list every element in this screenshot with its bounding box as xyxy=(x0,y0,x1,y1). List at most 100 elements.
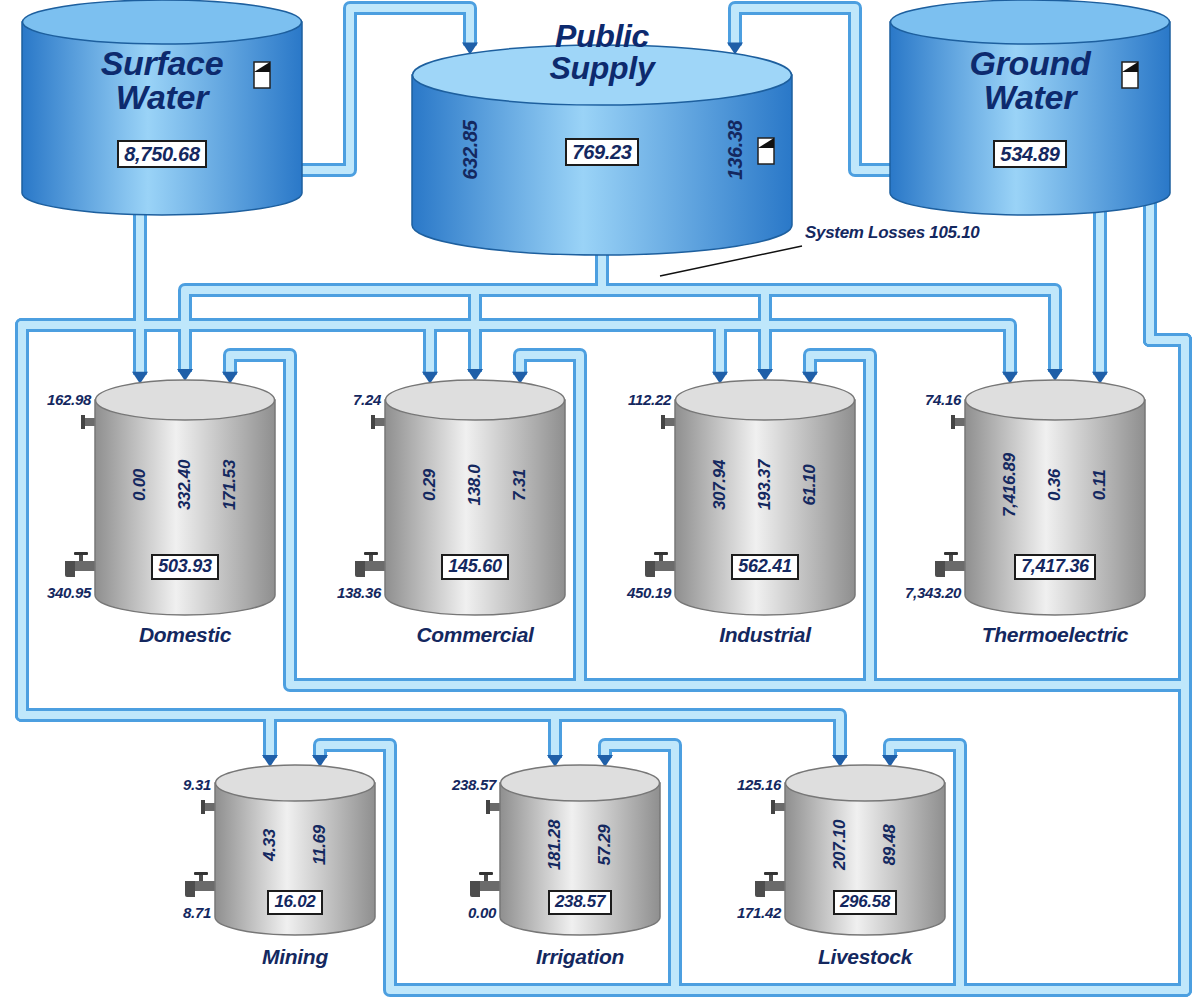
flow-value: 632.85 xyxy=(459,120,481,179)
total-value: 7,417.36 xyxy=(1014,554,1096,580)
pipe-core xyxy=(320,200,1185,990)
pipe-core xyxy=(22,200,840,758)
loss-note: System Losses 105.10 xyxy=(805,224,980,243)
pipe-connector xyxy=(22,200,278,767)
text-slot: 7.31 xyxy=(511,469,530,501)
tap-value: 162.98 xyxy=(47,392,91,409)
text-slot: 136.38 xyxy=(724,120,746,179)
use-tank: Domestic 503.93 xyxy=(95,380,275,655)
faucet xyxy=(185,872,215,897)
flow-value: 0.11 xyxy=(1091,470,1110,501)
faucet xyxy=(65,552,95,577)
tap-value: 238.57 xyxy=(452,777,496,794)
text-slot: 0.00 xyxy=(376,905,496,922)
tank-top xyxy=(786,765,945,801)
faucet xyxy=(755,872,785,897)
text-slot: 11.69 xyxy=(311,825,330,865)
faucet xyxy=(935,552,965,577)
text-slot: Surface Water xyxy=(62,46,262,114)
pipe-core xyxy=(22,200,270,758)
flow-arrow xyxy=(177,369,193,381)
tank-name: Mining xyxy=(262,945,328,968)
text-slot: Domestic xyxy=(65,623,305,646)
pipe-core xyxy=(1096,200,1104,375)
text-slot: 181.28 xyxy=(546,820,565,870)
text-slot: 7.24 xyxy=(261,392,381,409)
tank-body xyxy=(385,400,565,615)
text-slot: 534.89 xyxy=(900,140,1160,168)
flow-value: 193.37 xyxy=(756,460,775,510)
flow-value: 89.48 xyxy=(881,824,900,865)
pipe-connector xyxy=(602,240,773,381)
tap-value: 112.22 xyxy=(628,392,671,409)
text-slot: 340.95 xyxy=(0,585,91,602)
total-value: 296.58 xyxy=(833,890,897,915)
text-slot: 207.10 xyxy=(831,820,850,870)
outlet-tap xyxy=(951,415,965,429)
source-tank: Ground Water 534.89 xyxy=(890,0,1170,215)
pipes xyxy=(22,8,1185,990)
tank-body xyxy=(785,783,945,935)
text-slot: 138.36 xyxy=(261,585,381,602)
text-slot: 138.0 xyxy=(466,464,485,505)
pipe-connector xyxy=(140,200,438,384)
text-slot: 7,416.89 xyxy=(1001,453,1020,517)
use-tank: Livestock296.58 xyxy=(785,765,945,980)
tap-value: 450.19 xyxy=(627,585,671,602)
text-slot: Thermoelectric xyxy=(935,623,1175,646)
tap-value: 138.36 xyxy=(337,585,381,602)
text-slot: 171.42 xyxy=(661,905,781,922)
text-slot: 162.98 xyxy=(0,392,91,409)
tank-top xyxy=(966,380,1145,420)
pipe-core xyxy=(602,240,1055,372)
text-slot: 562.41 xyxy=(675,554,855,580)
pipe-connector xyxy=(602,240,1063,381)
pipe-connector xyxy=(222,200,1185,685)
text-slot: Commercial xyxy=(355,623,595,646)
flow-value: 207.10 xyxy=(831,820,850,870)
text-slot: 769.23 xyxy=(502,138,702,166)
total-value: 145.60 xyxy=(441,554,508,580)
text-slot: Livestock xyxy=(755,945,975,968)
flow-arrow xyxy=(467,369,483,381)
tank-top xyxy=(23,0,302,44)
flow-value: 136.38 xyxy=(724,120,746,179)
pipe-connector xyxy=(802,200,1185,685)
flow-value: 181.28 xyxy=(546,820,565,870)
flow-value: 4.33 xyxy=(261,829,280,861)
text-slot: Public Supply xyxy=(517,20,687,84)
tank-body xyxy=(215,783,375,935)
pipe-core xyxy=(810,200,1185,685)
outlet-tap xyxy=(771,800,785,814)
tap-value: 7,343.20 xyxy=(905,585,961,602)
text-slot: 632.85 xyxy=(459,120,481,179)
tank-top xyxy=(501,765,660,801)
flow-value: 7,416.89 xyxy=(1001,453,1020,517)
tank-name: Ground Water xyxy=(930,46,1130,114)
outlet-tap xyxy=(371,415,385,429)
tank-name: Domestic xyxy=(139,623,231,646)
text-slot: 0.11 xyxy=(1091,470,1110,501)
total-value: 503.93 xyxy=(151,554,218,580)
tank-body xyxy=(890,22,1170,215)
tap-value: 340.95 xyxy=(47,585,91,602)
text-slot: 57.29 xyxy=(596,824,615,865)
text-slot: 171.53 xyxy=(221,460,240,510)
text-slot: 8.71 xyxy=(91,905,211,922)
outlet-tap xyxy=(486,800,500,814)
pipe-connector xyxy=(22,200,563,767)
tank-body xyxy=(675,400,855,615)
total-value: 534.89 xyxy=(993,140,1066,168)
total-value: 16.02 xyxy=(267,890,322,915)
flow-arrow xyxy=(757,369,773,381)
text-slot: Industrial xyxy=(645,623,885,646)
pipe-outline xyxy=(230,200,1185,685)
use-tank: Irrigation238.57 xyxy=(500,765,660,980)
outlet-tap xyxy=(201,800,215,814)
use-tank: Mining 16.02 xyxy=(215,765,375,980)
text-slot: 450.19 xyxy=(551,585,671,602)
text-slot: 89.48 xyxy=(881,824,900,865)
pipe-core xyxy=(520,200,1185,685)
pipe-connector xyxy=(22,200,848,767)
